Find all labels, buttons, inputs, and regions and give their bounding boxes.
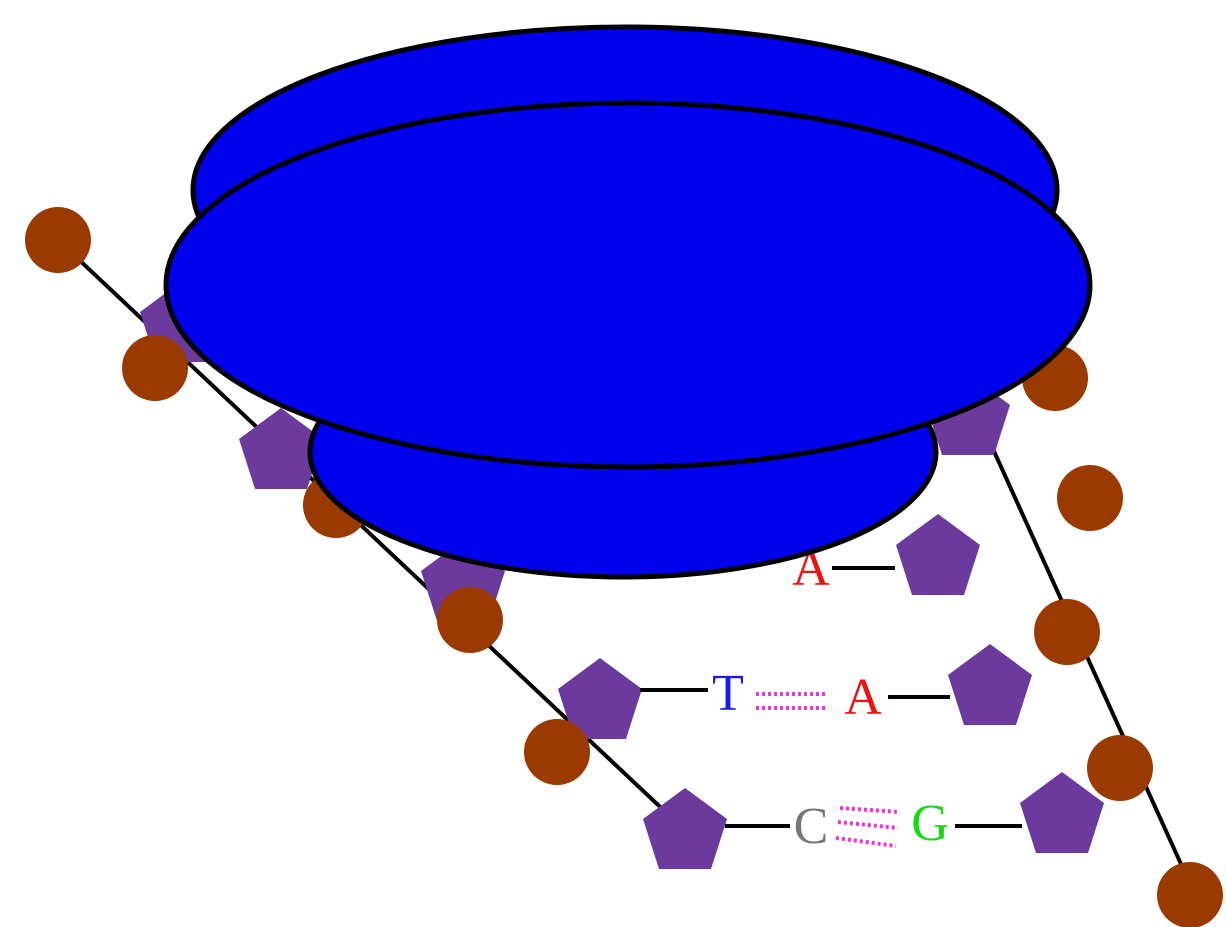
protein xyxy=(163,24,1093,580)
base-right: A xyxy=(844,669,882,726)
base-right: G xyxy=(911,795,949,852)
phosphate xyxy=(1034,599,1100,665)
hydrogen-bond xyxy=(839,806,901,814)
base-pair-2: T A xyxy=(640,665,950,726)
phosphate xyxy=(437,587,503,653)
hydrogen-bonds xyxy=(835,806,901,848)
phosphate xyxy=(524,719,590,785)
phosphate xyxy=(1057,465,1123,531)
phosphate xyxy=(25,207,91,273)
left-backbone xyxy=(25,207,727,869)
phosphate xyxy=(1087,735,1153,801)
base-left: C xyxy=(794,798,829,855)
base-left: T xyxy=(712,665,744,722)
phosphate xyxy=(1157,862,1223,927)
base-pair-3: C G xyxy=(725,795,1022,855)
phosphate xyxy=(122,335,188,401)
protein-front-disc xyxy=(163,100,1093,470)
hydrogen-bond xyxy=(835,836,897,848)
hydrogen-bond xyxy=(837,820,899,830)
